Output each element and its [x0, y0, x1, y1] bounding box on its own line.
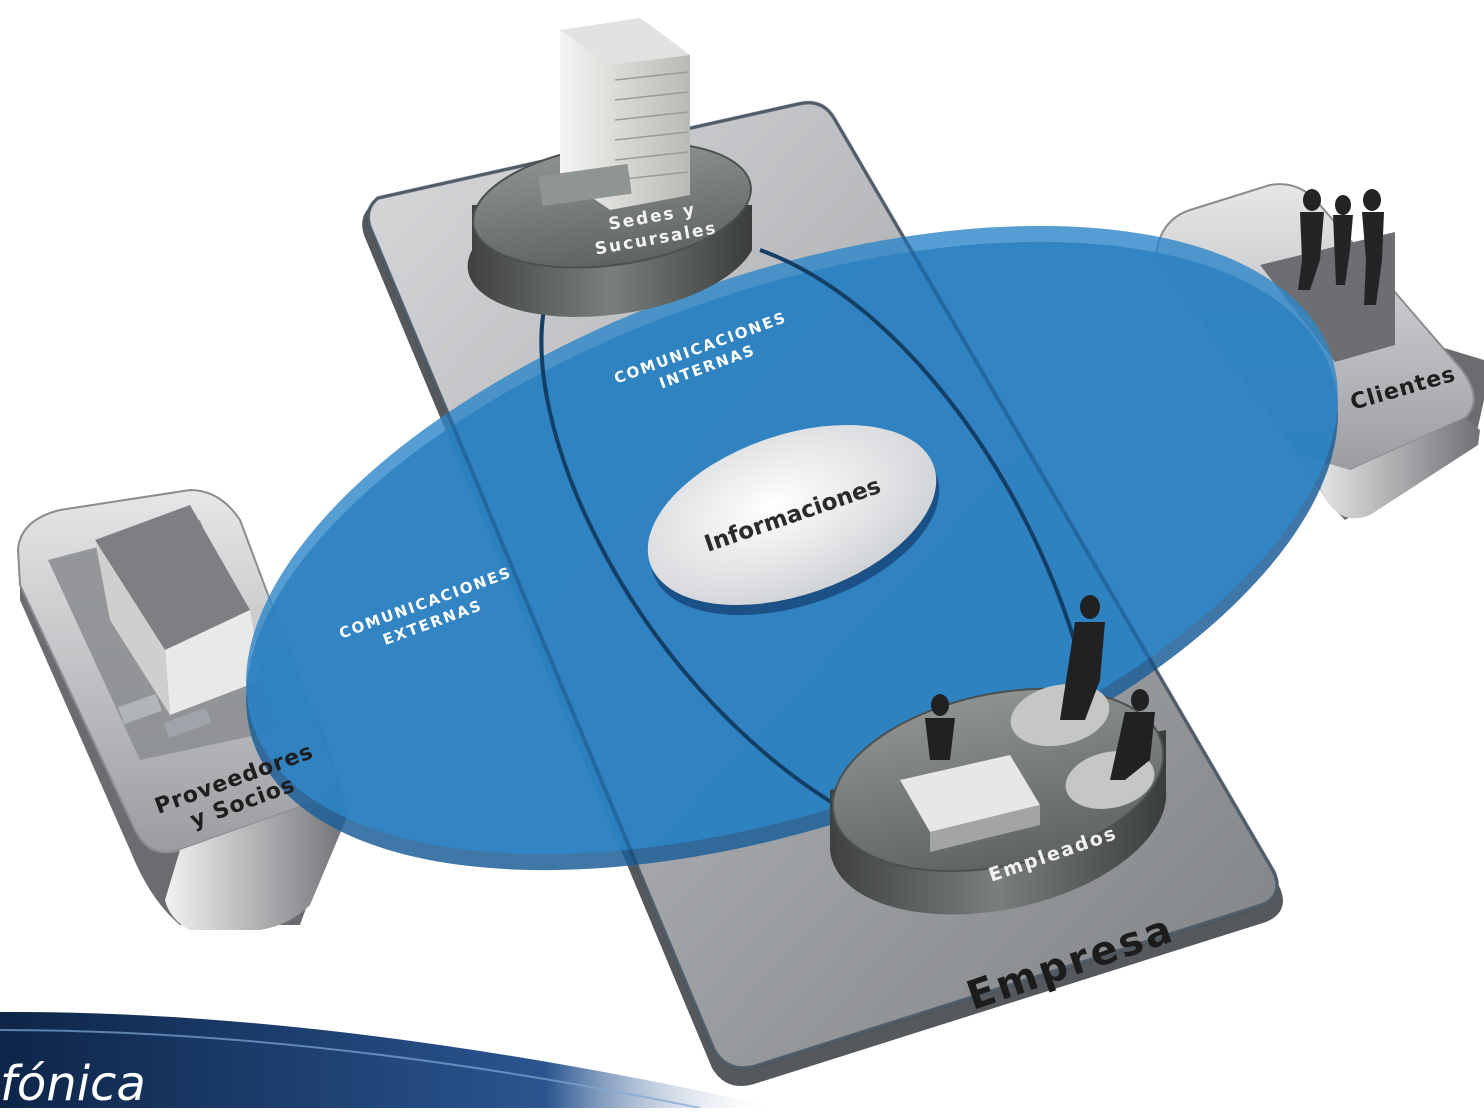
sedes-tower-icon — [538, 18, 690, 210]
footer-banner: fónica — [0, 1011, 780, 1112]
footer-brand-text: fónica — [0, 1056, 146, 1108]
empleados-desk-icon — [900, 755, 1040, 852]
empleados-people-icon — [925, 595, 1155, 780]
sedes-node: Sedes y Sucursales — [467, 18, 752, 317]
informaciones-node: Informaciones — [647, 424, 940, 616]
empresa-platform-overlay — [366, 100, 1279, 1070]
empleados-node: Empleados — [830, 595, 1167, 915]
sedes-label: Sedes y Sucursales — [593, 200, 719, 260]
proveedores-box — [16, 488, 350, 930]
